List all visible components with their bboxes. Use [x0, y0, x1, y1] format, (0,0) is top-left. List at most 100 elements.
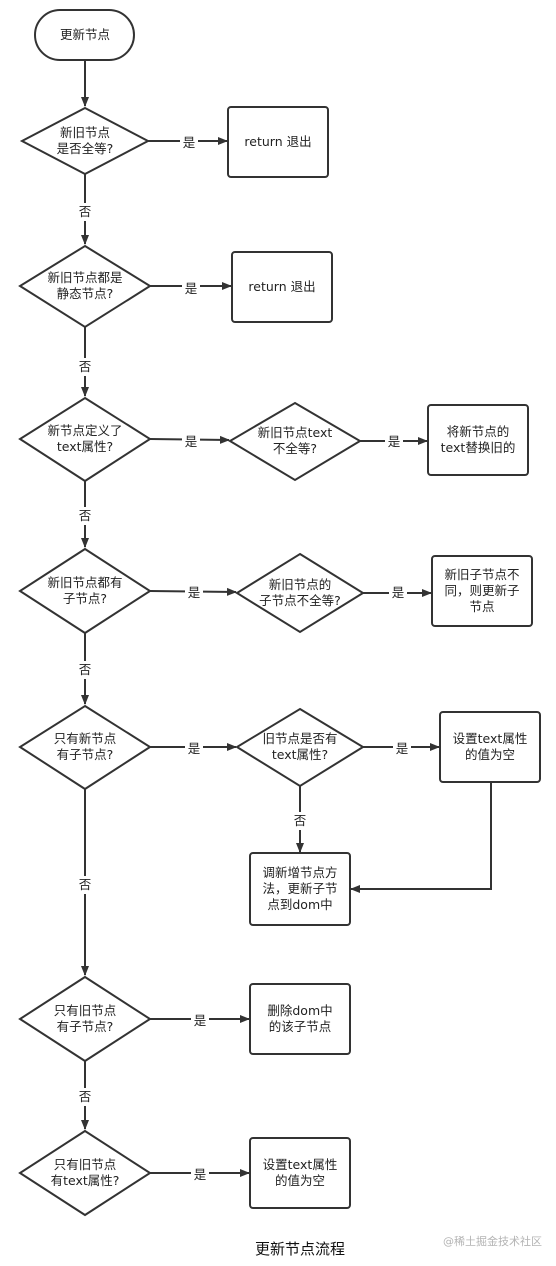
decision-only-old-text — [18, 1129, 152, 1217]
edge-label-bg — [185, 740, 203, 758]
edge-label-yes: 是 — [191, 1012, 209, 1030]
edge-label-yes: 是 — [393, 740, 411, 758]
node-text-line: 新节点定义了 — [47, 423, 122, 438]
node-text-line: 将新节点的 — [447, 424, 510, 439]
update-children-box — [431, 555, 533, 627]
watermark: @稀土掘金技术社区 — [443, 1235, 542, 1248]
node-text-d2: 新旧节点都是静态节点? — [47, 270, 123, 301]
node-text-d4b: 新旧节点的子节点不全等? — [259, 577, 341, 608]
edge-label-bg — [291, 812, 309, 830]
node-text-d7: 只有旧节点有text属性? — [51, 1157, 120, 1188]
node-text-line: text替换旧的 — [441, 440, 516, 455]
edge-label-bg — [76, 358, 94, 376]
edge-label-bg — [191, 1166, 209, 1184]
node-text-line: 旧节点是否有 — [262, 731, 337, 746]
edge-label-yes: 是 — [182, 280, 200, 298]
edge-label-text: 是 — [185, 434, 198, 449]
node-text-r1: return 退出 — [244, 134, 311, 149]
edge-label-yes: 是 — [385, 433, 403, 451]
decision-children-not-equal — [235, 552, 365, 634]
node-text-line: 只有旧节点 — [54, 1003, 117, 1018]
node-text-line: return 退出 — [244, 134, 311, 149]
node-text-line: 有子节点? — [57, 747, 114, 762]
edge-label-text: 是 — [188, 741, 201, 756]
edge-label-bg — [185, 584, 203, 602]
edge-label-bg — [393, 740, 411, 758]
node-text-line: return 退出 — [248, 279, 315, 294]
node-text-d1: 新旧节点是否全等? — [57, 125, 114, 156]
edge-label-text: 否 — [79, 662, 92, 677]
node-text-r4: 新旧子节点不同，则更新子节点 — [444, 567, 519, 614]
return-exit-box-1 — [227, 106, 329, 178]
edge-label-yes: 是 — [182, 433, 200, 451]
edge-label-bg — [389, 584, 407, 602]
remove-children-box — [249, 983, 351, 1055]
node-text-line: 新旧节点的 — [269, 577, 332, 592]
edge-label-yes: 是 — [185, 584, 203, 602]
node-text-r7: 设置text属性的值为空 — [263, 1157, 338, 1188]
edge-r5a-r5b — [350, 782, 492, 893]
node-text-line: 点到dom中 — [267, 897, 332, 912]
node-text-r2: return 退出 — [248, 279, 315, 294]
node-text-line: 调新增节点方 — [262, 865, 337, 880]
edge-label-no: 否 — [76, 507, 94, 525]
node-text-r5a: 设置text属性的值为空 — [453, 731, 528, 762]
edge-label-text: 否 — [79, 508, 92, 523]
node-text-d6: 只有旧节点有子节点? — [54, 1003, 117, 1034]
node-text-d4: 新旧节点都有子节点? — [47, 575, 122, 606]
node-text-line: text属性? — [57, 439, 113, 454]
edge-label-text: 否 — [79, 204, 92, 219]
edge-label-text: 是 — [194, 1013, 207, 1028]
edge-label-text: 是 — [388, 434, 401, 449]
node-text-line: 子节点不全等? — [259, 593, 341, 608]
edge-label-no: 否 — [76, 203, 94, 221]
edge-label-text: 是 — [392, 585, 405, 600]
edge-label-bg — [76, 661, 94, 679]
edge-label-text: 是 — [194, 1167, 207, 1182]
node-text-line: 是否全等? — [57, 141, 114, 156]
edge-label-bg — [182, 280, 200, 298]
edge-label-yes: 是 — [389, 584, 407, 602]
decision-text-not-equal — [228, 401, 362, 482]
edge-label-bg — [76, 1088, 94, 1106]
edge-label-text: 否 — [294, 813, 307, 828]
node-text-line: 新旧节点text — [258, 425, 333, 440]
diagram-caption: 更新节点流程 — [254, 1240, 345, 1258]
node-text-start: 更新节点 — [60, 27, 110, 42]
clear-text-box-2 — [249, 1137, 351, 1209]
node-text-line: 设置text属性 — [263, 1157, 338, 1172]
edge-label-no: 否 — [76, 661, 94, 679]
edge-label-bg — [180, 134, 198, 152]
edge-label-text: 否 — [79, 877, 92, 892]
replace-text-box — [427, 404, 529, 476]
node-text-line: 新旧节点都有 — [47, 575, 122, 590]
node-text-line: 节点 — [469, 599, 494, 614]
edge-label-bg — [191, 1012, 209, 1030]
node-text-line: 只有旧节点 — [54, 1157, 117, 1172]
node-text-line: 的该子节点 — [269, 1019, 332, 1034]
node-text-line: 只有新节点 — [54, 731, 117, 746]
edge-label-text: 否 — [79, 1089, 92, 1104]
node-text-line: 更新节点 — [60, 27, 110, 42]
node-text-d5: 只有新节点有子节点? — [54, 731, 117, 762]
edge-label-bg — [385, 433, 403, 451]
node-text-line: 同，则更新子 — [444, 583, 519, 598]
edge-label-bg — [76, 876, 94, 894]
node-text-r5b: 调新增节点方法，更新子节点到dom中 — [262, 865, 337, 912]
node-text-line: 法，更新子节 — [262, 881, 337, 896]
edge-label-yes: 是 — [191, 1166, 209, 1184]
edge-label-text: 是 — [183, 135, 196, 150]
node-text-line: 的值为空 — [275, 1173, 325, 1188]
edge-label-yes: 是 — [180, 134, 198, 152]
edge-label-no: 否 — [76, 876, 94, 894]
edge-label-no: 否 — [291, 812, 309, 830]
node-text-line: 不全等? — [273, 441, 317, 456]
node-text-line: 有子节点? — [57, 1019, 114, 1034]
node-text-line: 删除dom中 — [267, 1003, 332, 1018]
node-text-r6: 删除dom中的该子节点 — [267, 1003, 332, 1034]
edge-label-text: 是 — [185, 281, 198, 296]
